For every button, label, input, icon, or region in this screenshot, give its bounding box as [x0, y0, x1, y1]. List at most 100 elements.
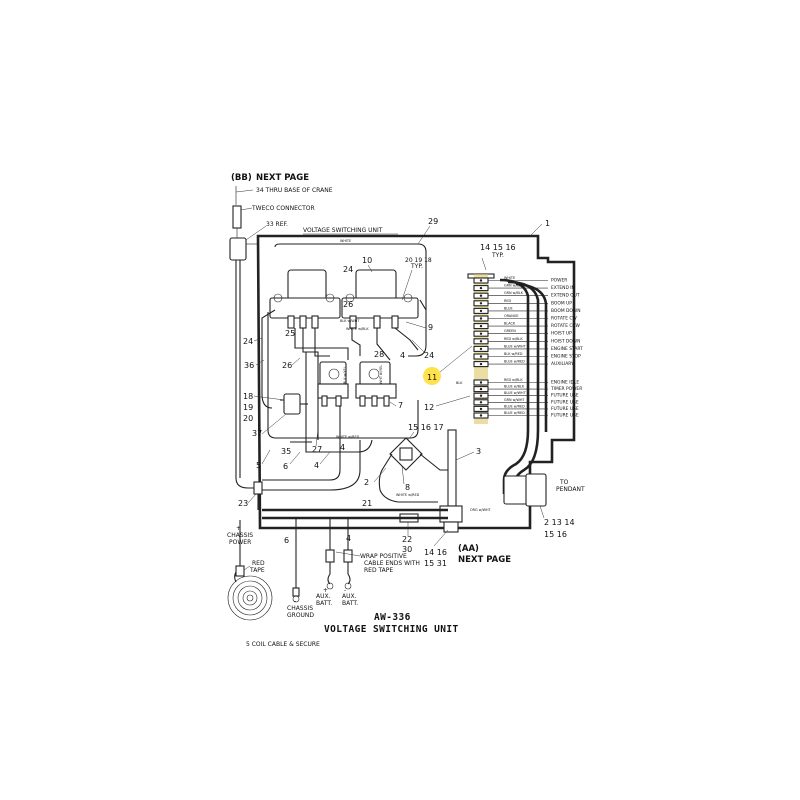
- relay-lower-left: [317, 361, 349, 407]
- caption-bottom-right-2: 15 16: [544, 530, 567, 539]
- part-number-19: 19: [243, 403, 253, 412]
- caption-red-tape-2: TAPE: [249, 567, 265, 574]
- bb-label: (BB): [231, 173, 252, 183]
- coil-cable: [227, 565, 273, 621]
- terminal-wire-color-label: BLUE: [504, 306, 513, 310]
- caption-typ-1: 20 19 18: [405, 257, 432, 264]
- terminal-function-label: HOIST UP: [551, 331, 572, 337]
- pendant-connector-icon: [525, 473, 547, 507]
- aa-next-page: NEXT PAGE: [458, 555, 511, 565]
- wire-label-white-wht: WHITE w/BLK: [346, 327, 369, 331]
- part-number-35: 35: [281, 447, 291, 456]
- title-part-number: AW-336: [374, 612, 411, 623]
- caption-aux-batt-neg-3: BATT.: [342, 600, 358, 607]
- terminal-screw-icon: [479, 324, 483, 328]
- terminal-wire-color-label: RED w/BLK: [504, 337, 523, 341]
- wire-label-blk-yel: BLK w/YEL: [343, 366, 347, 384]
- caption-bottom-mid-1: 14 16: [424, 548, 447, 557]
- terminal-screw-icon: [479, 355, 483, 358]
- terminal-screw-icon: [479, 401, 483, 404]
- caption-aux-batt-neg-2: AUX.: [342, 593, 357, 600]
- part-number-20: 20: [243, 414, 253, 423]
- terminal-screw-icon: [479, 309, 483, 313]
- part-number-28: 28: [374, 350, 384, 359]
- caption-wrap-1: WRAP POSITIVE: [360, 553, 407, 560]
- terminal-function-label: ROTATE CCW: [551, 323, 580, 329]
- part-number-4-bottom: 4: [346, 534, 351, 543]
- terminal-function-label: ENGINE STOP: [551, 354, 581, 360]
- part-number-23: 23: [238, 499, 248, 508]
- caption-red-tape-1: RED: [252, 560, 265, 567]
- relay-lower-right: [355, 361, 397, 407]
- terminal-screw-icon: [479, 294, 483, 297]
- caption-chassis-ground-3: GROUND: [287, 612, 314, 619]
- terminal-screw-icon: [479, 414, 483, 417]
- terminal-wire-color-label: BLUE w/RED: [504, 360, 525, 364]
- terminal-wire-color-label: BLACK: [504, 322, 516, 326]
- harness-bundle: [499, 278, 548, 507]
- wire-label-white-red: WHITE w/RED: [336, 435, 360, 439]
- enclosure-outline: VOLTAGE SWITCHING UNIT: [256, 227, 576, 530]
- part-number-24b: 24: [243, 337, 253, 346]
- part-number-30: 30: [402, 545, 412, 554]
- part-number-2: 2: [364, 478, 369, 487]
- part-number-15-16-17: 15 16 17: [408, 423, 444, 432]
- caption-ref-33: 33 REF.: [266, 221, 288, 228]
- part-number-4b: 4: [340, 443, 345, 452]
- terminal-wire-color-label: GRN w/BLK: [504, 284, 524, 288]
- terminal-wire-color-label: ORANGE: [504, 314, 519, 318]
- caption-typ-1-sub: TYP.: [410, 263, 423, 270]
- caption-coil: 5 COIL CABLE & SECURE: [246, 641, 320, 648]
- unit-label: VOLTAGE SWITCHING UNIT: [303, 227, 383, 234]
- part-number-27: 27: [312, 445, 322, 454]
- aux-battery-lugs: [325, 549, 353, 590]
- terminal-function-label: HOIST DOWN: [551, 338, 580, 344]
- terminal-screw-icon: [479, 347, 483, 351]
- callout-11: 11: [423, 345, 473, 385]
- terminal-screw-icon: [479, 279, 483, 282]
- caption-tweco-connector: TWECO CONNECTOR: [251, 205, 315, 212]
- caption-aux-batt-neg-1: -: [344, 587, 346, 594]
- terminal-wire-color-label: RED w/BLK: [504, 378, 523, 382]
- part-number-22: 22: [402, 535, 412, 544]
- wire-label-white-red-2: WHITE w/RED: [396, 493, 420, 497]
- terminal-function-label: BOOM DOWN: [551, 308, 581, 314]
- terminal-screw-icon: [479, 394, 483, 397]
- caption-bottom-mid-2: 15 31: [424, 559, 447, 568]
- terminal-function-label: AUXILIARY: [551, 361, 574, 367]
- part-number-37: 37: [252, 429, 262, 438]
- part-number-7: 7: [398, 401, 403, 410]
- terminal-function-label: ENGINE START: [551, 346, 583, 352]
- caption-chassis-ground-1: -: [294, 598, 296, 605]
- terminal-screw-icon: [479, 407, 483, 411]
- terminal-function-label: EXTEND IN: [551, 285, 575, 291]
- wire-label-blk: BLK: [456, 381, 463, 385]
- terminal-wire-color-label: BLK w/RED: [504, 352, 523, 356]
- terminal-wire-color-label: GRN w/BLK: [504, 291, 524, 295]
- part-number-26b: 26: [282, 361, 292, 370]
- terminal-screw-icon: [479, 381, 483, 384]
- title-unit-name: VOLTAGE SWITCHING UNIT: [324, 624, 459, 635]
- relay-right: [341, 269, 419, 319]
- terminal-function-label: ENGINE IDLE: [551, 380, 579, 386]
- battery-cables: [239, 481, 448, 590]
- part-number-36: 36: [244, 361, 254, 370]
- caption-thru-base: 34 THRU BASE OF CRANE: [256, 187, 333, 194]
- switch-18: [280, 393, 308, 415]
- wire-label-org-wht: ORG w/WHT: [470, 508, 492, 512]
- terminal-wire-color-label: GREEN: [504, 329, 516, 333]
- caption-to-pendant-1: TO: [559, 479, 569, 486]
- part-number-10: 10: [362, 256, 372, 265]
- terminal-function-label: FUTURE USE: [551, 406, 579, 412]
- part-number-24c: 24: [424, 351, 434, 360]
- caption-typ-2-sub: TYP.: [491, 252, 504, 259]
- terminal-function-label: ROTATE CW: [551, 316, 577, 322]
- part-number-25: 25: [285, 329, 295, 338]
- terminal-wire-color-label: RED: [504, 299, 511, 303]
- relay-left: [269, 269, 341, 319]
